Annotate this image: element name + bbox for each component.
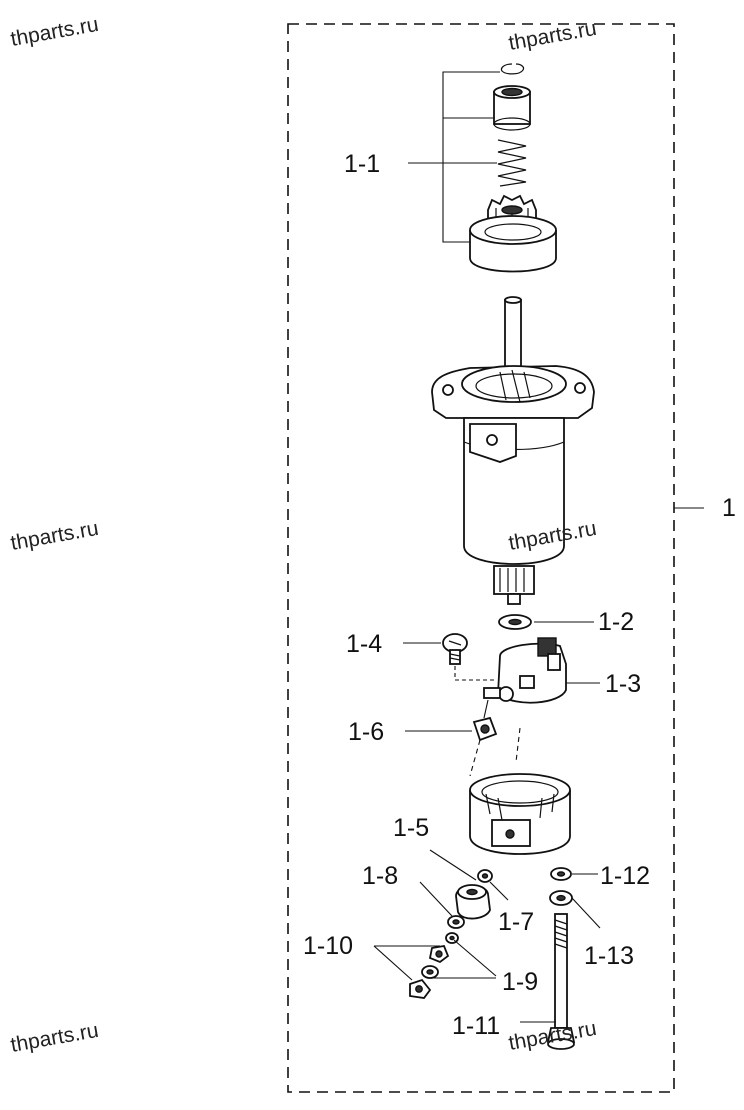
leader-lines (373, 162, 601, 1023)
rubber-boot (455, 884, 491, 920)
brush-holder (483, 637, 567, 719)
stop-collar (493, 85, 531, 131)
end-cover (469, 773, 571, 855)
label-assembly: 1 (722, 494, 736, 522)
washer-nut-stack (409, 915, 465, 999)
snap-ring (500, 63, 525, 75)
watermark-bottom-left: thparts.ru (9, 1019, 100, 1057)
label-1-11: 1-11 (452, 1012, 500, 1040)
terminal-screw (442, 633, 494, 681)
label-1-1: 1-1 (344, 150, 380, 178)
assembly-boundary (287, 23, 675, 1093)
pinion-spring (497, 139, 527, 187)
label-1-12: 1-12 (600, 862, 650, 890)
label-1-13: 1-13 (584, 942, 634, 970)
label-1-6: 1-6 (348, 718, 384, 746)
label-1-9: 1-9 (502, 968, 538, 996)
bolt-washers (549, 867, 573, 906)
label-1-5: 1-5 (393, 814, 429, 842)
watermark-top-center: thparts.ru (507, 17, 598, 55)
terminal-nut (469, 716, 521, 777)
starter-motor-body (431, 296, 595, 605)
thrust-washer (498, 614, 532, 630)
through-bolt (546, 913, 576, 1050)
watermark-mid-left: thparts.ru (9, 517, 100, 555)
small-grommet (477, 869, 493, 883)
pinion-group (442, 63, 557, 273)
watermark-top-left: thparts.ru (9, 13, 100, 51)
label-1-4: 1-4 (346, 630, 382, 658)
label-1-8: 1-8 (362, 862, 398, 890)
clutch-housing (469, 215, 557, 273)
label-1-7: 1-7 (498, 908, 534, 936)
watermark-bottom-center: thparts.ru (507, 1017, 598, 1055)
label-1-10: 1-10 (303, 932, 353, 960)
label-1-2: 1-2 (598, 608, 634, 636)
label-1-3: 1-3 (605, 670, 641, 698)
